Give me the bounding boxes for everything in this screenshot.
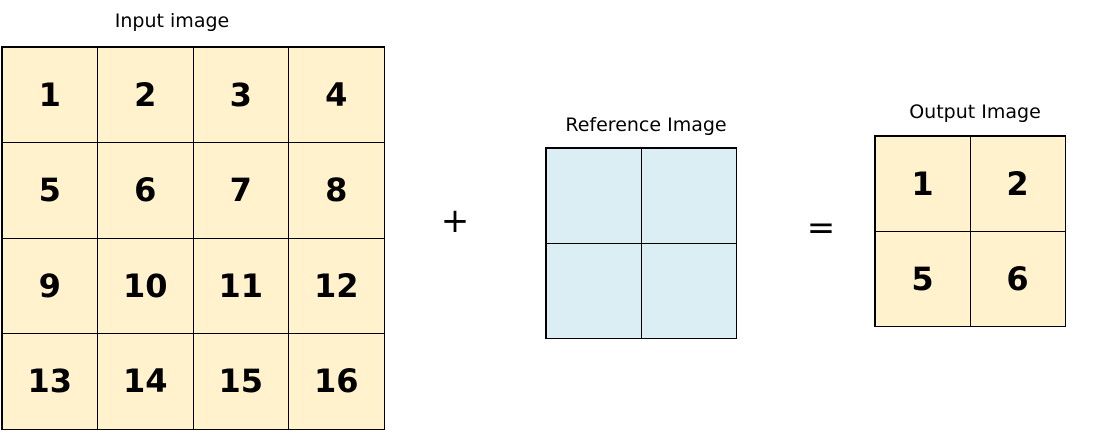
input-pixel-cell: 7 bbox=[192, 142, 289, 239]
reference-pixel-cell bbox=[545, 242, 642, 339]
input-pixel-cell: 14 bbox=[97, 333, 194, 430]
input-pixel-cell: 1 bbox=[1, 46, 98, 143]
input-pixel-cell: 13 bbox=[1, 333, 98, 430]
input-pixel-cell: 5 bbox=[1, 142, 98, 239]
reference-pixel-cell bbox=[545, 147, 642, 244]
equals-operator: = bbox=[806, 208, 836, 248]
input-pixel-cell: 6 bbox=[97, 142, 194, 239]
input-pixel-cell: 2 bbox=[97, 46, 194, 143]
output-pixel-cell: 2 bbox=[969, 135, 1066, 232]
input-pixel-cell: 3 bbox=[192, 46, 289, 143]
reference-image-grid bbox=[545, 147, 737, 339]
output-image-title: Output Image bbox=[909, 101, 1041, 123]
reference-image-title: Reference Image bbox=[565, 114, 727, 136]
output-pixel-cell: 1 bbox=[874, 135, 971, 232]
input-pixel-cell: 15 bbox=[192, 333, 289, 430]
input-pixel-cell: 9 bbox=[1, 237, 98, 334]
input-pixel-cell: 12 bbox=[288, 237, 385, 334]
input-pixel-cell: 16 bbox=[288, 333, 385, 430]
input-image-title: Input image bbox=[114, 10, 230, 32]
reference-pixel-cell bbox=[640, 242, 737, 339]
input-pixel-cell: 11 bbox=[192, 237, 289, 334]
reference-pixel-cell bbox=[640, 147, 737, 244]
input-pixel-cell: 10 bbox=[97, 237, 194, 334]
plus-operator: + bbox=[440, 201, 470, 241]
input-pixel-cell: 4 bbox=[288, 46, 385, 143]
output-pixel-cell: 5 bbox=[874, 230, 971, 327]
output-pixel-cell: 6 bbox=[969, 230, 1066, 327]
input-pixel-cell: 8 bbox=[288, 142, 385, 239]
